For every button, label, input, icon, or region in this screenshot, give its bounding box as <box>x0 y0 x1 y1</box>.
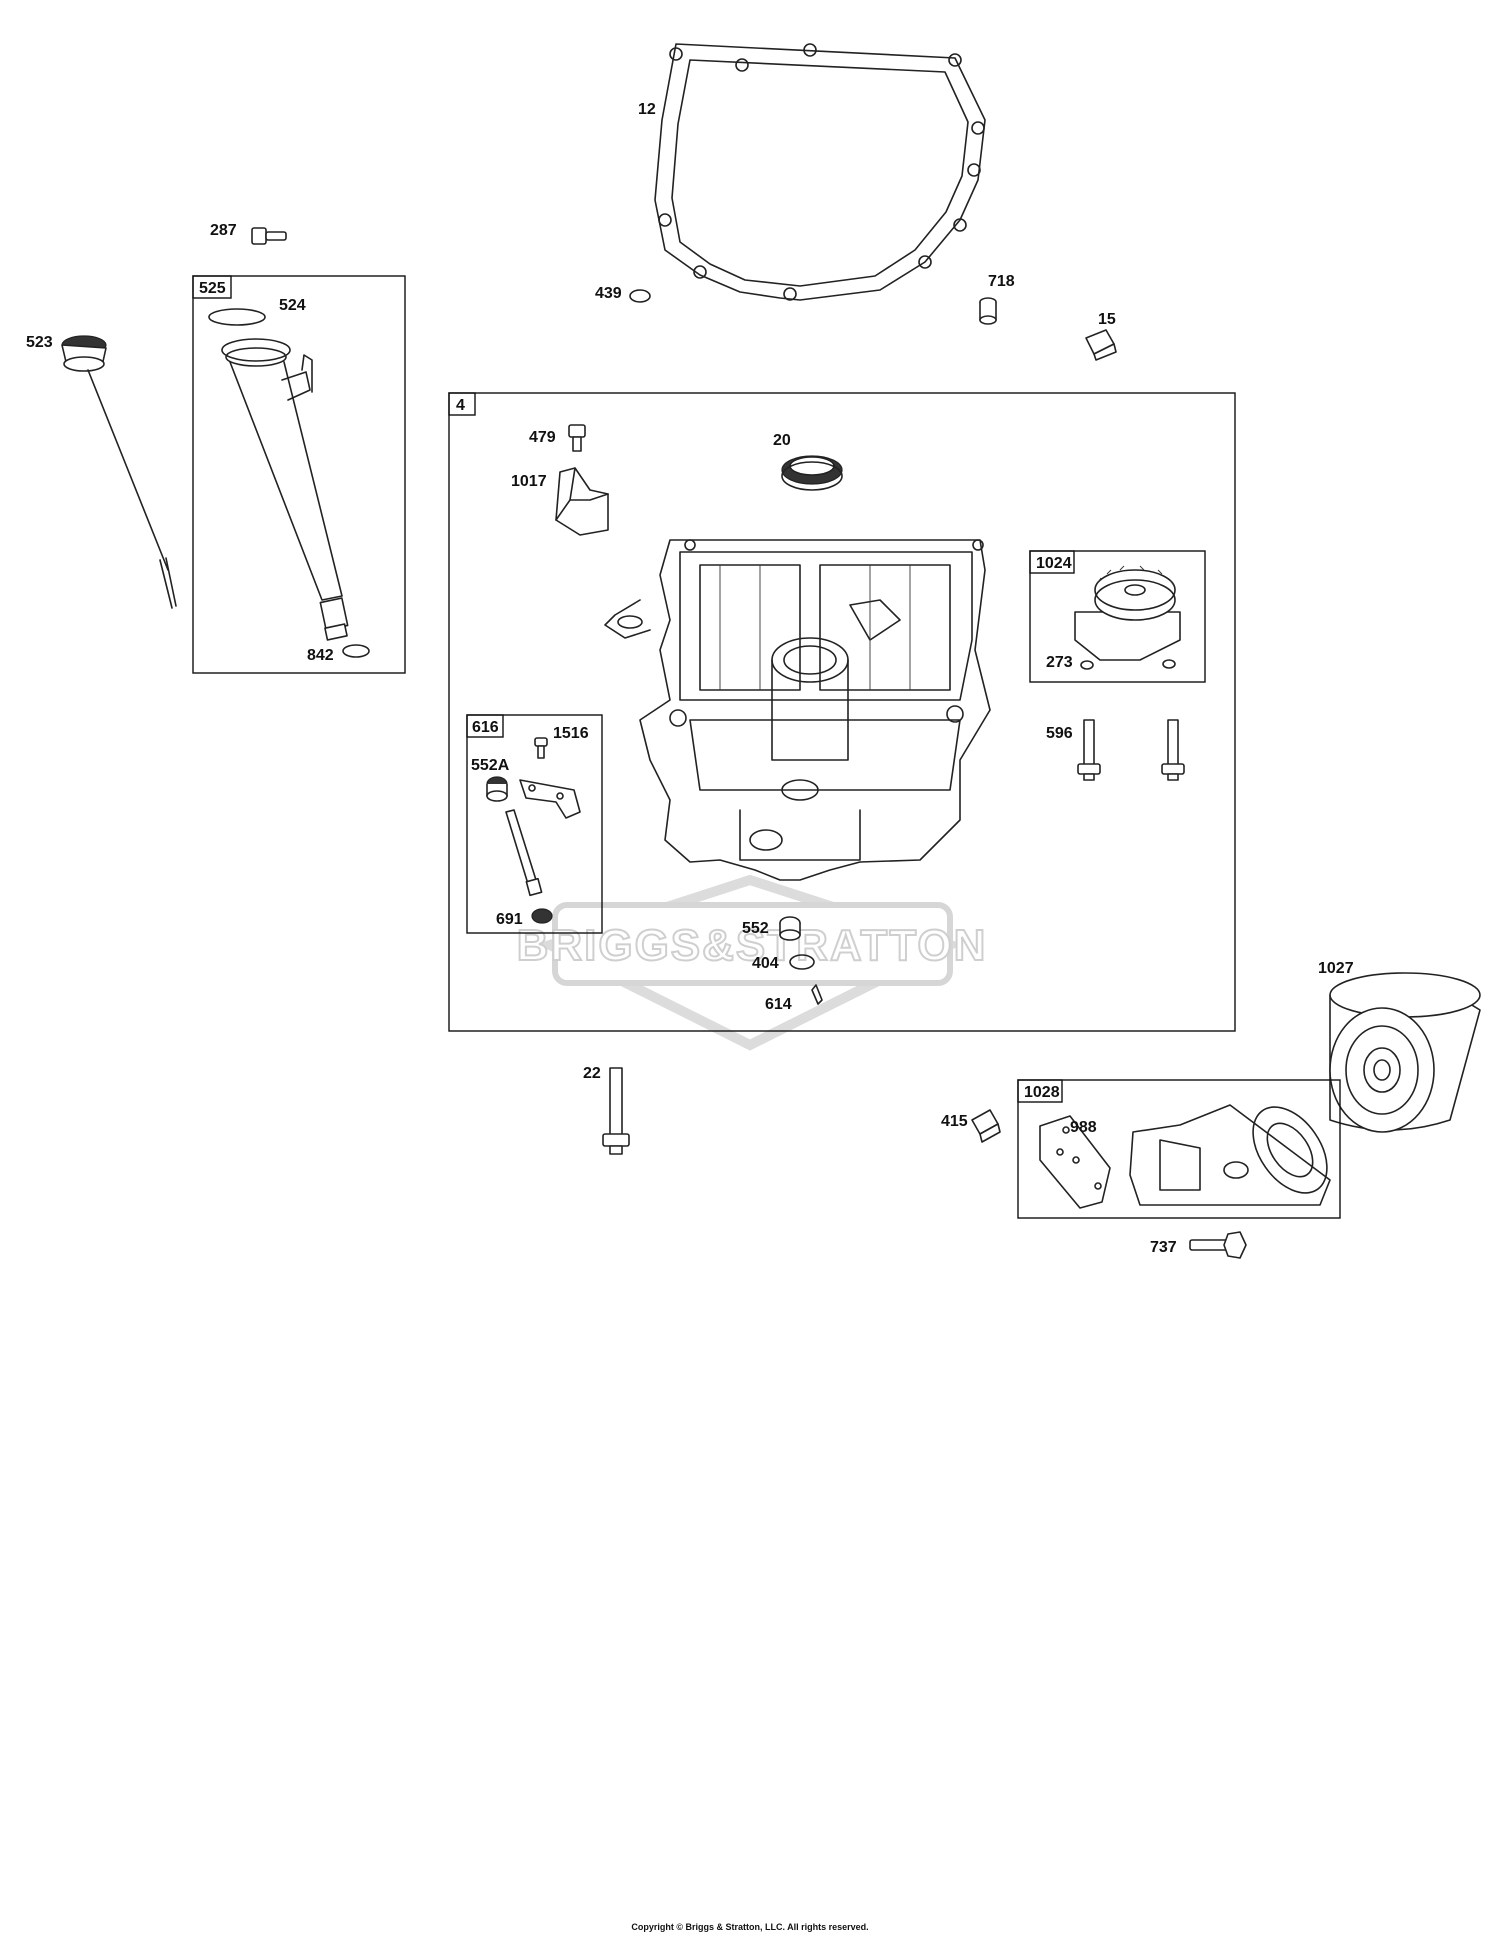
label-552A: 552A <box>471 757 510 774</box>
label-988: 988 <box>1070 1119 1097 1136</box>
box-1028 <box>1017 1079 1341 1219</box>
box-4-tag <box>448 392 476 416</box>
governor-arm[interactable] <box>519 779 581 819</box>
label-404: 404 <box>752 955 779 972</box>
label-552: 552 <box>742 920 769 937</box>
gasket-12[interactable] <box>654 43 986 301</box>
bolt-596a[interactable] <box>1077 719 1101 781</box>
copyright-notice: Copyright © Briggs & Stratton, LLC. All … <box>631 1922 869 1932</box>
box-1024 <box>1029 550 1206 683</box>
bushing-552A[interactable] <box>486 776 508 802</box>
oil-filter-adapter[interactable] <box>1129 1093 1342 1206</box>
bolt-596b[interactable] <box>1161 719 1185 781</box>
box-4-label: 4 <box>456 397 465 414</box>
label-1017: 1017 <box>511 473 547 490</box>
label-1516: 1516 <box>553 725 589 742</box>
bolt-287[interactable] <box>251 227 287 245</box>
box-616 <box>466 714 603 934</box>
dipstick-523[interactable] <box>61 335 177 609</box>
governor-shaft[interactable] <box>505 809 543 897</box>
label-596: 596 <box>1046 725 1073 742</box>
label-439: 439 <box>595 285 622 302</box>
oil-filter-1027[interactable] <box>1329 972 1481 1133</box>
bracket-1017[interactable] <box>555 467 609 536</box>
crankcase-sump[interactable] <box>604 539 991 881</box>
label-718: 718 <box>988 273 1015 290</box>
dowel-718[interactable] <box>979 297 997 325</box>
box-616-label: 616 <box>472 719 499 736</box>
label-273: 273 <box>1046 654 1073 671</box>
washer-404[interactable] <box>789 954 815 970</box>
o-ring-842[interactable] <box>342 644 370 658</box>
box-525-label: 525 <box>199 280 226 297</box>
gasket-988[interactable] <box>1039 1115 1111 1209</box>
bolt-479[interactable] <box>568 424 586 452</box>
box-616-tag <box>466 714 504 738</box>
label-1027: 1027 <box>1318 960 1354 977</box>
oil-pump-1024[interactable] <box>1074 565 1181 661</box>
label-842: 842 <box>307 647 334 664</box>
label-737: 737 <box>1150 1239 1177 1256</box>
brand-watermark: BRIGGS&STRATTON <box>516 874 988 1051</box>
washer-273a[interactable] <box>1080 660 1094 670</box>
label-415: 415 <box>941 1113 968 1130</box>
box-525 <box>192 275 406 674</box>
o-ring-524[interactable] <box>208 308 266 326</box>
pin-614[interactable] <box>811 984 823 1005</box>
washer-273b[interactable] <box>1162 659 1176 669</box>
bolt-737[interactable] <box>1189 1231 1247 1259</box>
label-523: 523 <box>26 334 53 351</box>
label-22: 22 <box>583 1065 601 1082</box>
label-15: 15 <box>1098 311 1116 328</box>
label-12: 12 <box>638 101 656 118</box>
box-1028-label: 1028 <box>1024 1084 1060 1101</box>
washer-439[interactable] <box>629 289 651 303</box>
bushing-552[interactable] <box>779 916 801 941</box>
label-524: 524 <box>279 297 306 314</box>
bolt-22[interactable] <box>602 1067 630 1155</box>
watermark-text: BRIGGS&STRATTON <box>517 921 988 970</box>
box-1024-label: 1024 <box>1036 555 1072 572</box>
washer-691[interactable] <box>531 908 553 924</box>
plug-415[interactable] <box>971 1109 1001 1143</box>
box-525-tag <box>192 275 232 299</box>
label-691: 691 <box>496 911 523 928</box>
box-1024-tag <box>1029 550 1075 574</box>
label-614: 614 <box>765 996 792 1013</box>
plug-15[interactable] <box>1085 329 1117 361</box>
box-4 <box>448 392 1236 1032</box>
seal-20[interactable] <box>781 455 843 491</box>
box-1028-tag <box>1017 1079 1063 1103</box>
label-287: 287 <box>210 222 237 239</box>
label-20: 20 <box>773 432 791 449</box>
label-479: 479 <box>529 429 556 446</box>
dipstick-tube[interactable] <box>221 338 349 641</box>
screw-1516[interactable] <box>534 737 548 759</box>
